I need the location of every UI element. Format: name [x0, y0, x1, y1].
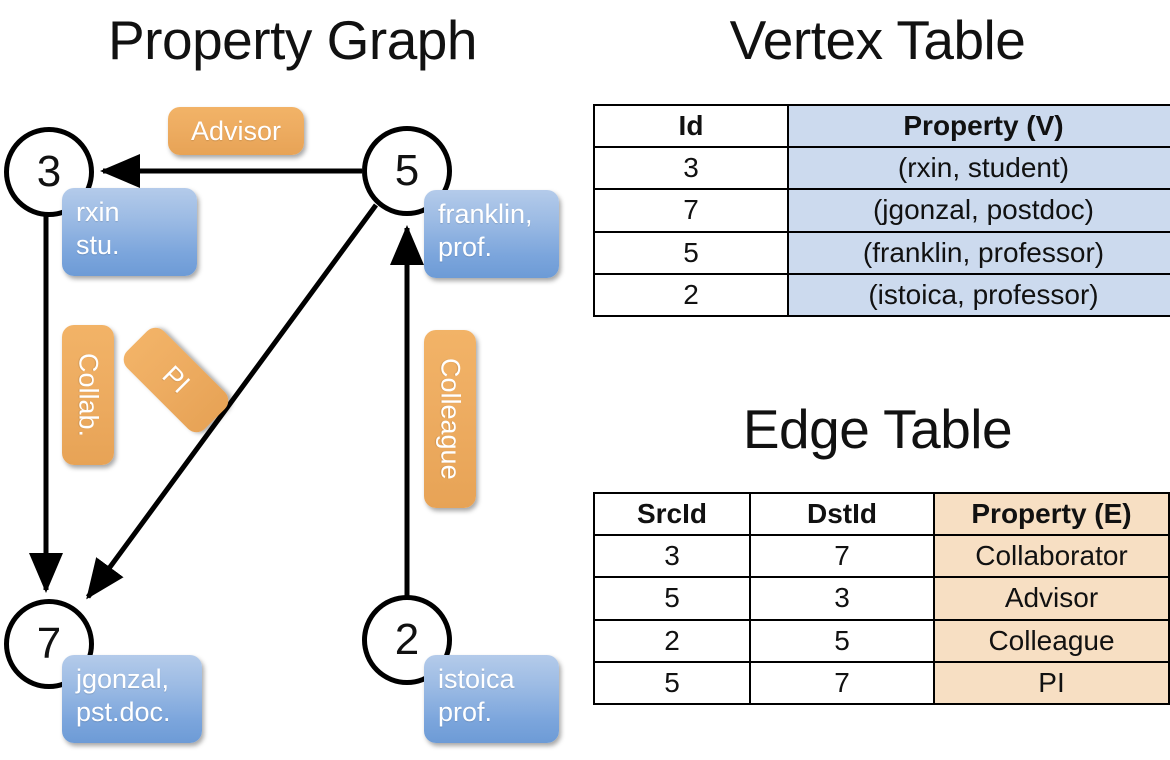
graph-node-7-label: 7	[36, 619, 62, 668]
table-row[interactable]: 2 (istoica, professor)	[593, 272, 1170, 317]
graph-node-5[interactable]: 5	[362, 126, 452, 216]
edge-row-0-property: Collaborator	[933, 534, 1170, 579]
edge-row-2-dst: 5	[749, 618, 935, 663]
edge-row-1-src: 5	[593, 576, 751, 621]
edge-5-to-7	[85, 203, 379, 600]
table-row[interactable]: 3 7 Collaborator	[593, 534, 1170, 579]
table-row[interactable]: 2 5 Colleague	[593, 618, 1170, 663]
edge-row-2-src: 2	[593, 618, 751, 663]
vertex-property-box-istoica[interactable]: istoica prof.	[424, 655, 559, 743]
edge-label-collab-text: Collab.	[73, 352, 104, 438]
edge-row-1-dst: 3	[749, 576, 935, 621]
vertex-property-franklin-line2: prof.	[438, 231, 493, 262]
vertex-table-header-property: Property (V)	[787, 103, 1170, 149]
vertex-property-rxin-line2: stu.	[76, 229, 120, 260]
page-title-property-graph: Property Graph	[107, 9, 478, 71]
edge-label-advisor-text: Advisor	[190, 115, 282, 146]
vertex-row-1-id: 7	[593, 188, 789, 233]
graph-node-3-label: 3	[36, 147, 62, 196]
vertex-row-0-id: 3	[593, 146, 789, 191]
edge-table-header-row: SrcId DstId Property (E)	[593, 491, 1170, 537]
graph-node-2-label: 2	[394, 615, 420, 664]
table-row[interactable]: 5 (franklin, professor)	[593, 230, 1170, 275]
vertex-property-istoica-line1: istoica	[438, 664, 515, 694]
edge-row-3-property: PI	[933, 660, 1170, 705]
vertex-property-box-rxin[interactable]: rxin stu.	[62, 188, 197, 276]
vertex-table: Id Property (V) 3 (rxin, student) 7 (jgo…	[593, 103, 1170, 317]
vertex-property-rxin-line1: rxin	[76, 197, 120, 227]
graph-node-5-label: 5	[394, 146, 420, 195]
table-row[interactable]: 5 3 Advisor	[593, 576, 1170, 621]
vertex-row-3-property: (istoica, professor)	[787, 272, 1170, 317]
edge-row-3-src: 5	[593, 660, 751, 705]
edge-label-collab[interactable]: Collab.	[62, 325, 114, 465]
edge-table-header-srcid: SrcId	[593, 491, 751, 537]
vertex-table-header-row: Id Property (V)	[593, 103, 1170, 149]
table-row[interactable]: 7 (jgonzal, postdoc)	[593, 188, 1170, 233]
vertex-row-2-id: 5	[593, 230, 789, 275]
vertex-table-header-id: Id	[593, 103, 789, 149]
page-title-vertex-table: Vertex Table	[729, 9, 1026, 71]
property-graph-diagram: 3 5 7 2 rxin stu. franklin, prof. jgonza…	[4, 107, 559, 743]
graph-edges-svg	[29, 154, 424, 600]
vertex-row-2-property: (franklin, professor)	[787, 230, 1170, 275]
vertex-property-box-jgonzal[interactable]: jgonzal, pst.doc.	[62, 655, 202, 743]
edge-label-colleague-text: Colleague	[435, 358, 466, 480]
edge-table-header-dstid: DstId	[749, 491, 935, 537]
edge-table-header-property: Property (E)	[933, 491, 1170, 537]
vertex-property-jgonzal-line2: pst.doc.	[76, 696, 171, 727]
vertex-row-3-id: 2	[593, 272, 789, 317]
page-title-edge-table: Edge Table	[742, 398, 1013, 460]
vertex-property-istoica-line2: prof.	[438, 696, 493, 727]
vertex-row-1-property: (jgonzal, postdoc)	[787, 188, 1170, 233]
edge-label-pi-text: PI	[156, 360, 196, 400]
table-row[interactable]: 5 7 PI	[593, 660, 1170, 705]
graph-node-2[interactable]: 2	[362, 595, 452, 685]
edge-label-advisor[interactable]: Advisor	[168, 107, 304, 155]
table-row[interactable]: 3 (rxin, student)	[593, 146, 1170, 191]
edge-row-0-dst: 7	[749, 534, 935, 579]
edge-row-2-property: Colleague	[933, 618, 1170, 663]
vertex-property-franklin-line1: franklin,	[438, 199, 533, 229]
edge-row-1-property: Advisor	[933, 576, 1170, 621]
vertex-property-box-franklin[interactable]: franklin, prof.	[424, 190, 559, 278]
edge-table: SrcId DstId Property (E) 3 7 Collaborato…	[593, 491, 1170, 705]
vertex-row-0-property: (rxin, student)	[787, 146, 1170, 191]
edge-label-colleague[interactable]: Colleague	[424, 330, 476, 508]
vertex-property-jgonzal-line1: jgonzal,	[76, 664, 170, 694]
edge-row-3-dst: 7	[749, 660, 935, 705]
edge-row-0-src: 3	[593, 534, 751, 579]
